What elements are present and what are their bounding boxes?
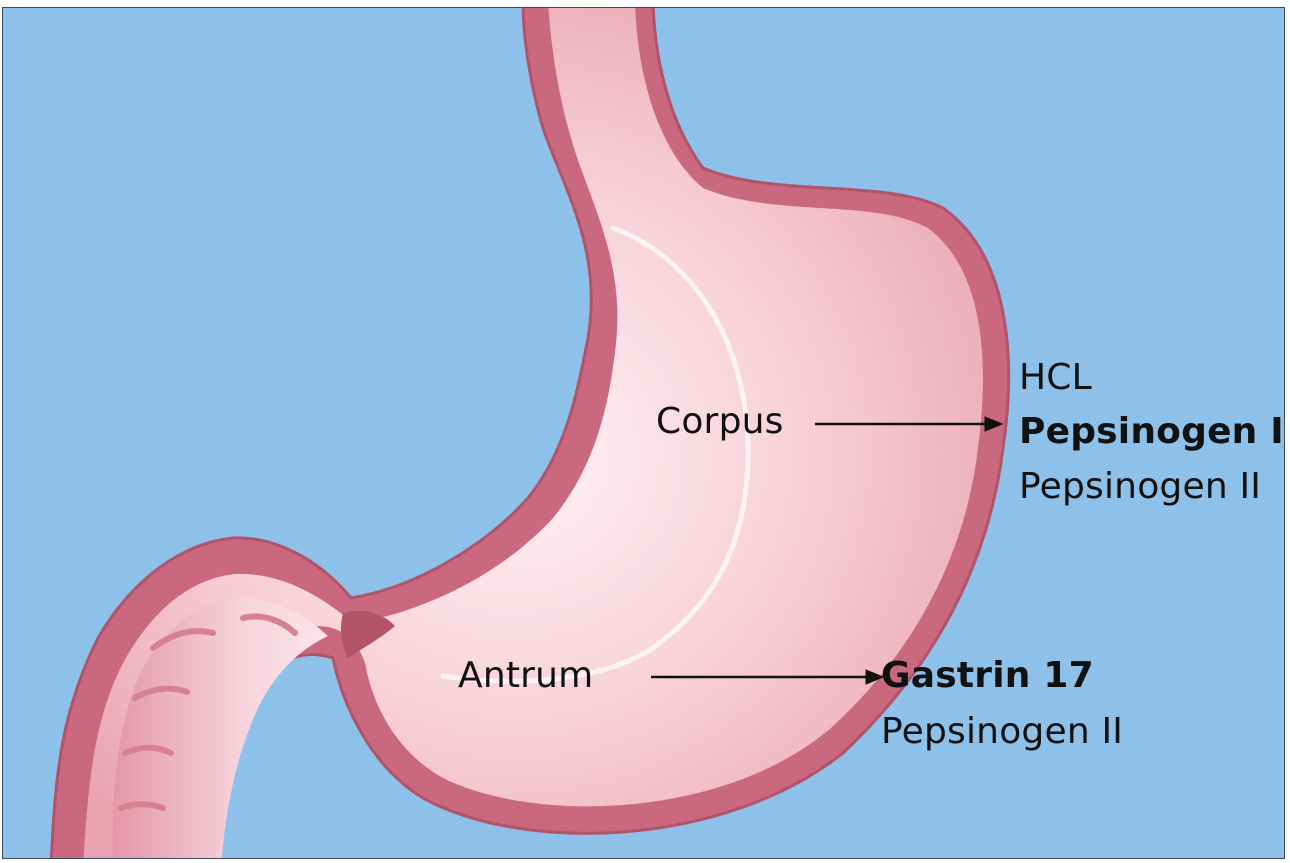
antrum-label: Antrum [458, 652, 593, 700]
corpus-label: Corpus [656, 398, 784, 446]
diagram-panel: Corpus HCL Pepsinogen I Pepsinogen II An… [2, 7, 1285, 859]
secretion-pepsinogen-i: Pepsinogen I [1019, 408, 1284, 456]
secretion-pepsinogen-ii-antrum: Pepsinogen II [881, 708, 1123, 756]
secretion-hcl: HCL [1019, 354, 1092, 402]
secretion-gastrin-17: Gastrin 17 [881, 652, 1094, 700]
secretion-pepsinogen-ii-corpus: Pepsinogen II [1019, 463, 1261, 511]
